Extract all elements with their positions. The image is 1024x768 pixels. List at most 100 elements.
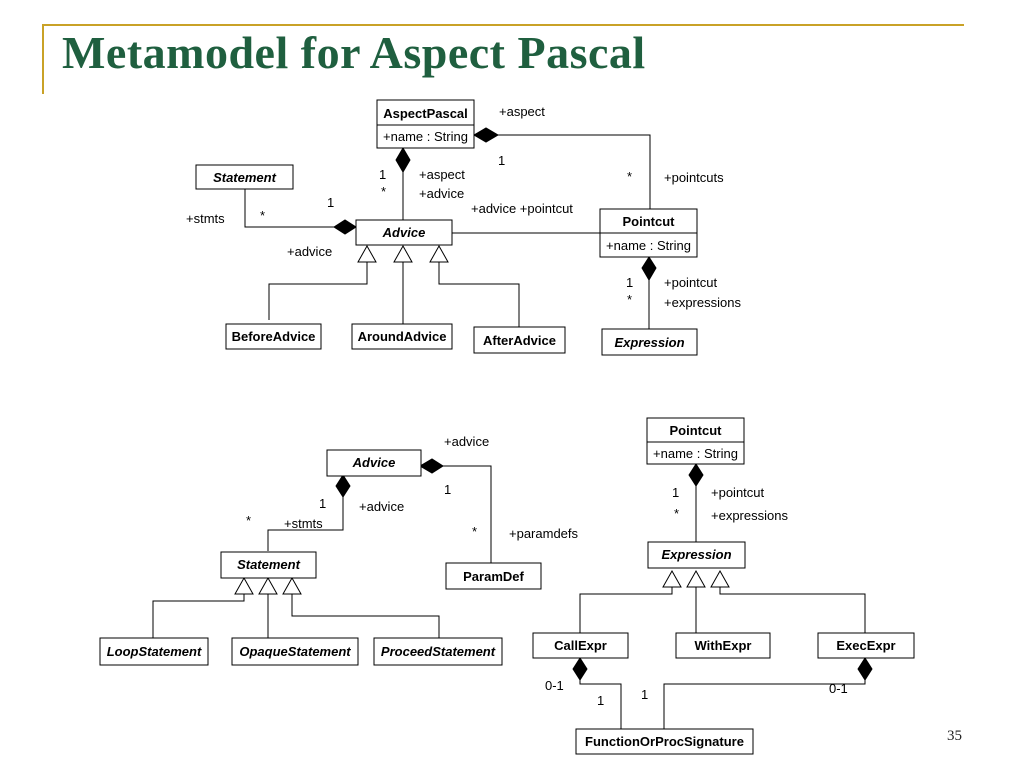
role-label: +advice	[444, 434, 489, 449]
class-name-execexpr: ExecExpr	[836, 638, 895, 653]
generalization-loopstatement	[152, 594, 245, 638]
class-box-aroundadvice	[351, 323, 453, 350]
composition-diamond-aspectpascal-bottom	[395, 147, 411, 173]
class-box-paramdef	[445, 562, 542, 590]
class-box-loopstatement	[99, 637, 209, 666]
class-box-statement-top	[195, 164, 294, 190]
class-box-callexpr	[532, 632, 629, 659]
generalization-beforeadvice	[268, 262, 368, 320]
class-name-opaquestatement: OpaqueStatement	[239, 644, 351, 659]
role-label: +stmts	[284, 516, 323, 531]
multiplicity-label: *	[260, 208, 265, 223]
class-box-pointcut-bottom	[646, 417, 745, 465]
class-box-expression-top	[601, 328, 698, 356]
generalization-execexpr	[719, 587, 866, 633]
edge-execexpr-signature	[663, 680, 866, 729]
class-name-signature: FunctionOrProcSignature	[585, 734, 744, 749]
class-box-aspectpascal	[376, 99, 475, 149]
role-label: +advice	[359, 499, 404, 514]
slide-title: Metamodel for Aspect Pascal	[62, 27, 646, 78]
edge-statement-advice	[244, 189, 334, 228]
class-box-opaquestatement	[231, 637, 359, 666]
multiplicity-label: *	[381, 184, 386, 199]
class-attr-pointcut-bottom: +name : String	[653, 446, 738, 461]
multiplicity-label: *	[246, 513, 251, 528]
composition-diamond-pointcut-bottom	[641, 256, 657, 281]
edge-advice-statement	[267, 497, 344, 551]
multiplicity-label: 1	[641, 687, 648, 702]
inheritance-triangle-left	[357, 244, 377, 263]
edge-aspectpascal-pointcut	[498, 134, 651, 210]
inheritance-triangle-expr-middle	[686, 569, 706, 588]
inheritance-triangle-right	[429, 244, 449, 263]
multiplicity-label: 1	[672, 485, 679, 500]
class-name-pointcut-top: Pointcut	[623, 214, 676, 229]
role-label: +expressions	[664, 295, 741, 310]
class-attr-pointcut-top: +name : String	[606, 238, 691, 253]
class-name-beforeadvice: BeforeAdvice	[232, 329, 316, 344]
class-name-statement-top: Statement	[213, 170, 277, 185]
composition-diamond-aspectpascal-right	[473, 127, 499, 143]
composition-diamond-callexpr-bottom	[572, 657, 588, 681]
multiplicity-label: *	[674, 506, 679, 521]
multiplicity-label: *	[472, 524, 477, 539]
multiplicity-label: 1	[597, 693, 604, 708]
generalization-afteradvice	[438, 262, 520, 327]
class-box-statement-bottom	[220, 551, 317, 579]
class-name-expression-bottom: Expression	[661, 547, 731, 562]
class-name-afteradvice: AfterAdvice	[483, 333, 556, 348]
slide-page-number: 35	[947, 728, 962, 744]
class-name-advice-top: Advice	[382, 225, 426, 240]
class-name-callexpr: CallExpr	[554, 638, 607, 653]
role-label: +advice	[287, 244, 332, 259]
class-name-pointcut-bottom: Pointcut	[670, 423, 723, 438]
class-attr-aspectpascal: +name : String	[383, 129, 468, 144]
class-name-withexpr: WithExpr	[695, 638, 752, 653]
role-label: +aspect	[419, 167, 465, 182]
role-label: +stmts	[186, 211, 225, 226]
class-box-beforeadvice	[225, 323, 322, 350]
composition-diamond-advice-left	[333, 219, 357, 235]
edge-advice-paramdef	[443, 465, 492, 563]
multiplicity-label: 0-1	[829, 681, 848, 696]
multiplicity-label: 0-1	[545, 678, 564, 693]
class-name-aspectpascal: AspectPascal	[383, 106, 468, 121]
multiplicity-label: 1	[444, 482, 451, 497]
class-box-execexpr	[817, 632, 915, 659]
class-box-expression-bottom	[647, 541, 746, 569]
title-frame-top-rule	[42, 24, 964, 26]
inheritance-triangle-middle	[393, 244, 413, 263]
composition-diamond-execexpr-bottom	[857, 657, 873, 681]
class-box-withexpr	[675, 632, 771, 659]
composition-diamond-pointcut2-bottom	[688, 463, 704, 487]
class-box-signature	[575, 728, 754, 755]
class-name-loopstatement: LoopStatement	[107, 644, 202, 659]
multiplicity-label: 1	[626, 275, 633, 290]
role-label: +aspect	[499, 104, 545, 119]
role-label: +pointcut	[664, 275, 718, 290]
role-label: +paramdefs	[509, 526, 579, 541]
class-name-proceedstatement: ProceedStatement	[381, 644, 496, 659]
inheritance-triangle-stmt-middle	[258, 576, 278, 595]
multiplicity-label: *	[627, 169, 632, 184]
role-label: +pointcut	[711, 485, 765, 500]
multiplicity-label: 1	[379, 167, 386, 182]
composition-diamond-advice-right	[419, 458, 444, 474]
multiplicity-label: 1	[498, 153, 505, 168]
title-frame-left-rule	[42, 24, 44, 94]
role-label: +expressions	[711, 508, 788, 523]
generalization-callexpr	[579, 587, 673, 633]
class-name-paramdef: ParamDef	[463, 569, 524, 584]
class-box-advice-bottom	[326, 449, 422, 477]
role-label: +advice +pointcut	[471, 201, 573, 216]
inheritance-triangle-expr-left	[662, 569, 682, 588]
class-box-afteradvice	[473, 326, 566, 354]
generalization-proceedstatement	[291, 594, 440, 638]
inheritance-triangle-stmt-left	[234, 576, 254, 595]
composition-diamond-advice-bottom	[335, 474, 351, 498]
class-box-advice-top	[355, 219, 453, 246]
role-label: +advice	[419, 186, 464, 201]
class-name-expression-top: Expression	[614, 335, 684, 350]
inheritance-triangle-expr-right	[710, 569, 730, 588]
